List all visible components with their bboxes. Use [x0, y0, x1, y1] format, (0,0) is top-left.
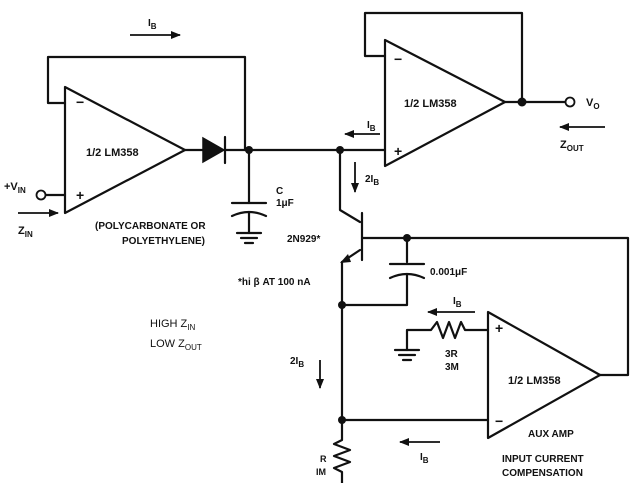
resistor-r-value: IM: [316, 467, 326, 477]
base-wire: [403, 236, 630, 377]
amp2: − + 1/2 LM358: [383, 38, 507, 168]
cap-small: [340, 236, 426, 307]
label-ib-amp2: IB: [367, 120, 376, 133]
aux-amp-label: AUX AMP: [528, 429, 574, 440]
cap-c: [230, 148, 268, 245]
note-low-zout: LOW ZOUT: [150, 338, 202, 352]
zout-label: ZOUT: [560, 139, 584, 153]
label-ib-top: IB: [148, 18, 157, 31]
transistor: [338, 148, 407, 422]
input-terminal[interactable]: [35, 189, 47, 201]
amp2-feedback-wire: [363, 11, 524, 104]
amp2-plus-sign: +: [394, 143, 402, 159]
amp1-plus-sign: +: [76, 187, 84, 203]
resistor-r-name: R: [320, 454, 327, 464]
dielectric-line1: (POLYCARBONATE OR: [95, 221, 206, 232]
output-terminal[interactable]: [564, 96, 576, 108]
cap-c-name: C: [276, 186, 283, 197]
note-high-zin: HIGH ZIN: [150, 318, 196, 332]
label-2ib-upper: 2IB: [365, 174, 379, 187]
resistor-r: [332, 418, 352, 483]
amp2-label: 1/2 LM358: [404, 98, 457, 110]
cap-c-value: 1μF: [276, 198, 294, 209]
amp1-label: 1/2 LM358: [86, 147, 139, 159]
amp2-minus-sign: −: [394, 51, 402, 67]
label-ib-aux: IB: [453, 296, 462, 309]
cap-small-value: 0.001μF: [430, 267, 467, 278]
compensation-line1: INPUT CURRENT: [502, 454, 584, 465]
transistor-note: *hi β AT 100 nA: [238, 277, 311, 288]
dielectric-line2: POLYETHYLENE): [122, 236, 205, 247]
compensation-line2: COMPENSATION: [502, 468, 583, 479]
resistor-3r: [393, 320, 490, 362]
label-2ib-lower: 2IB: [290, 356, 304, 369]
label-ib-bottom: IB: [420, 452, 429, 465]
transistor-name: 2N929*: [287, 234, 320, 245]
amp3: + − 1/2 LM358: [486, 310, 602, 440]
diode: [183, 135, 342, 165]
junction-output: [517, 97, 527, 107]
resistor-3r-ohms: 3M: [445, 362, 459, 373]
amp1: − + 1/2 LM358: [63, 85, 187, 215]
amp1-minus-sign: −: [76, 94, 84, 110]
amp1-feedback-wire: [46, 55, 247, 152]
amp3-plus-sign: +: [495, 320, 503, 336]
resistor-3r-value: 3R: [445, 349, 459, 360]
zin-label: ZIN: [18, 225, 33, 239]
output-label: VO: [586, 97, 600, 111]
amp3-minus-sign: −: [495, 413, 503, 429]
amp3-label: 1/2 LM358: [508, 375, 561, 387]
input-label: +VIN: [4, 181, 26, 195]
